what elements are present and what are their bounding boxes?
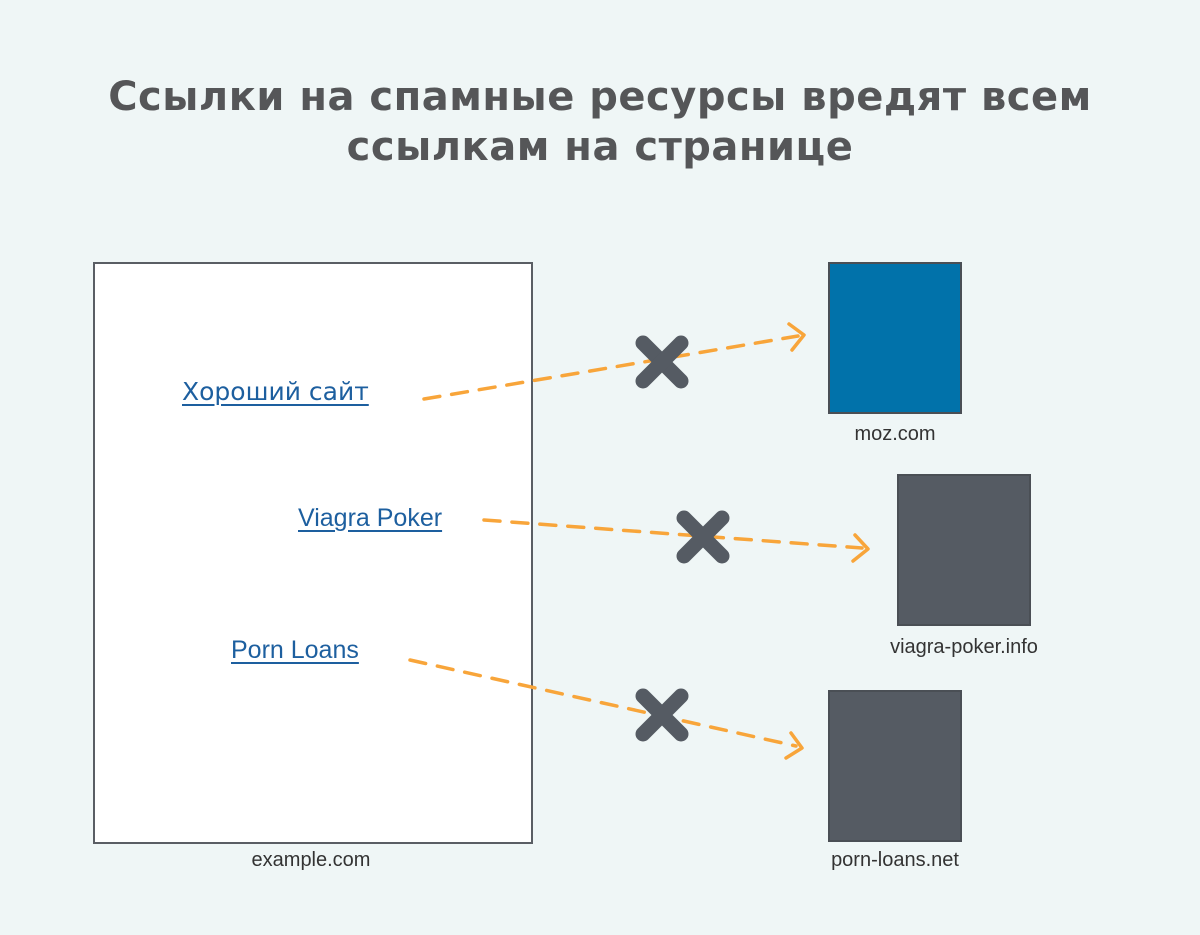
target-label-moz: moz.com (854, 423, 936, 445)
cross-icon (635, 688, 689, 742)
target-box-porn-loans (828, 690, 962, 842)
title-line-1: Ссылки на спамные ресурсы вредят всем (108, 74, 1092, 120)
arrow-viagra-to-target (482, 518, 870, 563)
source-page-label: example.com (251, 849, 371, 871)
cross-icon (676, 510, 730, 564)
arrowhead-icon (787, 322, 806, 352)
target-box-moz (828, 262, 962, 414)
source-page-box (93, 262, 533, 844)
arrow-line-viagra (482, 518, 864, 550)
arrowhead-icon (851, 533, 870, 563)
link-porn-loans[interactable]: Porn Loans (231, 636, 359, 664)
title-line-2: ссылкам на странице (346, 124, 854, 170)
target-label-viagra-poker: viagra-poker.info (890, 636, 1038, 658)
target-box-viagra-poker (897, 474, 1031, 626)
diagram-title: Ссылки на спамные ресурсы вредят всем сс… (0, 72, 1200, 172)
cross-icon (635, 335, 689, 389)
link-viagra-poker[interactable]: Viagra Poker (298, 504, 443, 532)
link-good-site[interactable]: Хороший сайт (182, 377, 369, 406)
arrowhead-icon (784, 731, 804, 760)
target-label-porn-loans: porn-loans.net (831, 849, 959, 871)
